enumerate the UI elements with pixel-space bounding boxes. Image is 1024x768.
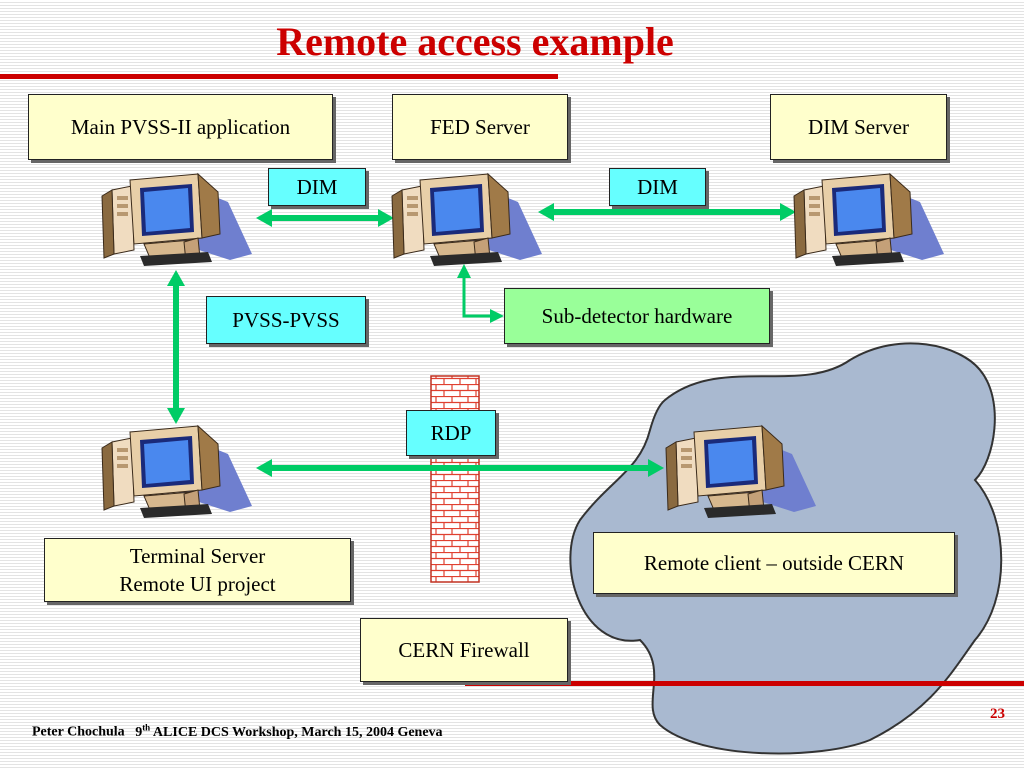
title-underline <box>0 74 558 79</box>
page-number: 23 <box>990 706 1005 722</box>
pvss-pvss-box: PVSS-PVSS <box>206 296 366 344</box>
footer: Peter Chochula 9th ALICE DCS Workshop, M… <box>32 722 443 741</box>
rdp-box: RDP <box>406 410 496 456</box>
cern-firewall-label: CERN Firewall <box>398 637 530 662</box>
terminal-server-box: Terminal Server Remote UI project <box>44 538 351 602</box>
cern-firewall-box: CERN Firewall <box>360 618 568 682</box>
terminal-server-line1: Terminal Server <box>129 543 266 568</box>
fed-server-computer-icon <box>391 173 543 267</box>
footer-event-ordinal: 9 <box>135 724 143 740</box>
rdp-label: RDP <box>430 420 472 445</box>
slide-title: Remote access example <box>276 19 674 64</box>
dim-server-box: DIM Server <box>770 94 947 160</box>
footer-event-sup: th <box>142 722 151 732</box>
bottom-divider <box>465 681 1024 686</box>
subdetector-label: Sub-detector hardware <box>541 303 733 328</box>
terminal-server-computer-icon <box>101 425 253 519</box>
remote-client-box: Remote client – outside CERN <box>593 532 955 594</box>
firewall-wall <box>430 375 480 583</box>
dim-server-computer-icon <box>793 173 945 267</box>
terminal-server-line2: Remote UI project <box>119 572 276 596</box>
dim-left-label: DIM <box>296 174 338 199</box>
fed-subdetector-link <box>462 276 492 318</box>
main-pvss-label: Main PVSS-II application <box>70 114 291 139</box>
dim-right-label: DIM <box>637 174 678 199</box>
subdetector-box: Sub-detector hardware <box>504 288 770 344</box>
fed-server-box: FED Server <box>392 94 568 160</box>
fed-server-label: FED Server <box>430 114 530 139</box>
dim-server-label: DIM Server <box>808 114 909 139</box>
main-pvss-computer-icon <box>101 173 253 267</box>
pvss-pvss-label: PVSS-PVSS <box>232 307 340 332</box>
dim-left-box: DIM <box>268 168 366 206</box>
main-pvss-box: Main PVSS-II application <box>28 94 333 160</box>
footer-author: Peter Chochula <box>32 724 125 740</box>
remote-client-label: Remote client – outside CERN <box>643 550 905 575</box>
dim-right-box: DIM <box>609 168 706 206</box>
footer-event: 9th ALICE DCS Workshop, March 15, 2004 G… <box>135 722 443 740</box>
footer-event-rest: ALICE DCS Workshop, March 15, 2004 Genev… <box>150 724 443 740</box>
